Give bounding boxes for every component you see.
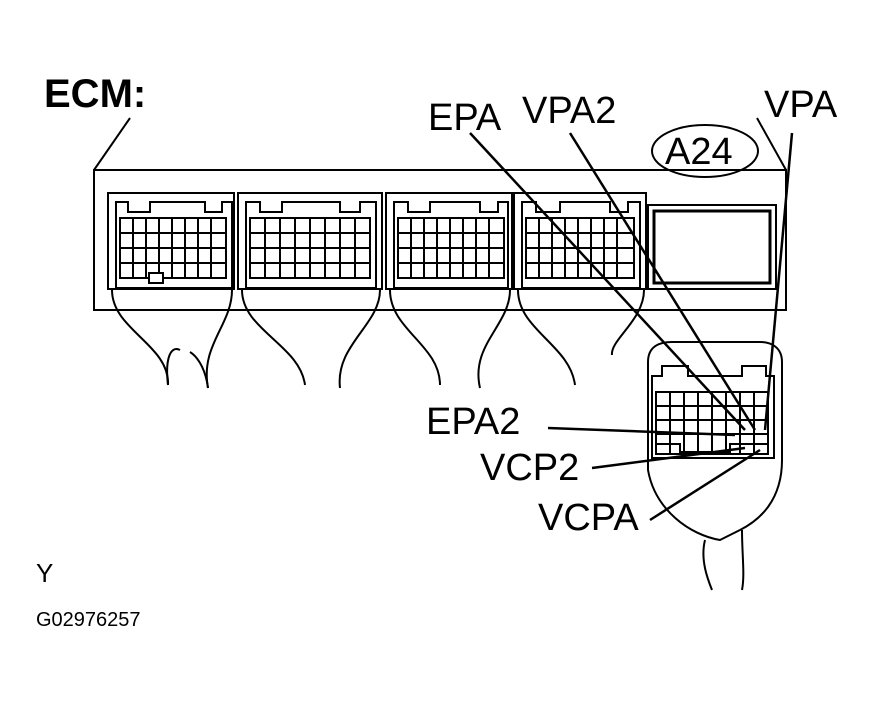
connector-3 [385,192,513,389]
vpa2-label: VPA2 [522,90,617,132]
vpa-leader-line [763,132,794,431]
figure-code: G02976257 [36,609,141,631]
leader-lines [469,132,794,522]
vpa-label: VPA [764,84,838,126]
connector-1 [107,192,235,389]
vcp2-leader-line [591,446,746,470]
ecm-title: ECM: [44,72,147,116]
vcpa-label: VCPA [538,497,639,539]
a24-connector [647,341,783,591]
epa2-leader-line [547,426,736,437]
epa2-label: EPA2 [426,401,521,443]
connector-code-label: A24 [665,131,733,173]
vcpa-leader-line [649,448,761,522]
vpa2-leader-line [568,132,757,431]
epa-leader-line [469,132,746,431]
footer-letter: Y [36,558,54,588]
blank-socket [647,204,777,290]
connector-2 [237,192,383,389]
connector-code-oval [651,124,759,178]
vcp2-label: VCP2 [480,447,580,489]
ecm-housing [93,117,787,311]
epa-label: EPA [428,97,502,139]
